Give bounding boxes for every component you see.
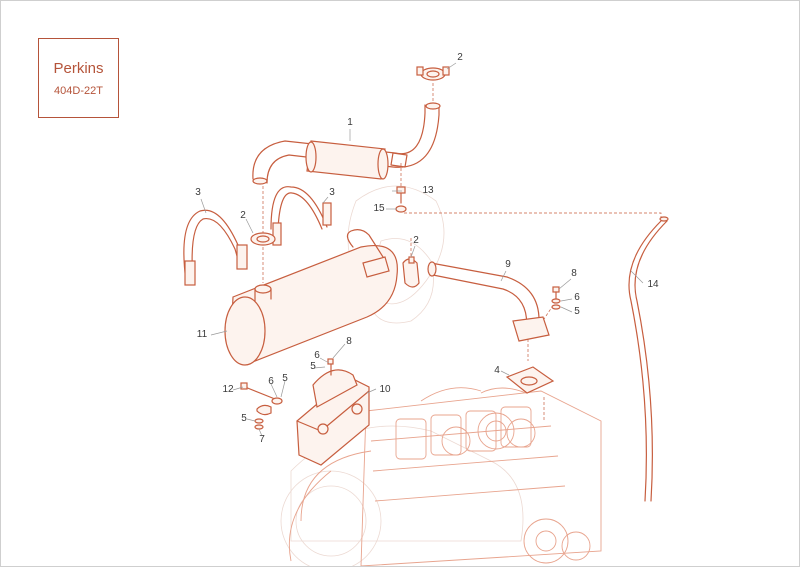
model-number: 404D-22T [54, 85, 103, 97]
callout-part-2-top[interactable]: 2 [457, 52, 463, 63]
clamp-right [402, 256, 420, 288]
callout-part-3-right[interactable]: 3 [329, 187, 335, 198]
exhaust-pipe-upper [252, 102, 441, 185]
callout-part-4[interactable]: 4 [494, 365, 500, 376]
callout-part-12[interactable]: 12 [222, 384, 234, 395]
callout-part-5-bottom[interactable]: 5 [241, 413, 247, 424]
nut-15 [395, 205, 407, 213]
elbow-pipe [427, 261, 550, 342]
callout-part-11[interactable]: 11 [196, 329, 208, 340]
leader-lines [200, 62, 644, 437]
callout-part-10[interactable]: 10 [379, 384, 391, 395]
title-block: Perkins 404D-22T [38, 38, 119, 118]
callout-part-13[interactable]: 13 [422, 185, 434, 196]
callout-part-6-upper[interactable]: 6 [574, 292, 580, 303]
callout-part-8-upper[interactable]: 8 [571, 268, 577, 279]
clamp-mid [250, 232, 276, 246]
bolt-set-lower [240, 358, 334, 430]
u-strap-left [183, 209, 248, 286]
callout-part-6-lower[interactable]: 6 [268, 376, 274, 387]
callout-part-7[interactable]: 7 [259, 434, 265, 445]
gasket [505, 366, 555, 394]
callout-part-3-left[interactable]: 3 [195, 187, 201, 198]
brand-name: Perkins [53, 60, 104, 77]
bolt-13 [396, 186, 406, 204]
callout-part-15[interactable]: 15 [373, 203, 385, 214]
bolt-set-upper [551, 286, 561, 310]
callout-part-5-mid[interactable]: 5 [310, 361, 316, 372]
callout-part-1[interactable]: 1 [347, 117, 353, 128]
engine-block-ghost [280, 185, 524, 566]
u-strap-right [270, 186, 332, 246]
callout-part-9[interactable]: 9 [505, 259, 511, 270]
alignment-lines [262, 83, 662, 421]
muffler [224, 229, 398, 366]
clamp-top [416, 66, 450, 81]
callout-part-14[interactable]: 14 [647, 279, 659, 290]
callout-part-6-mid[interactable]: 6 [314, 350, 320, 361]
mounting-bracket [296, 369, 370, 466]
callout-part-8-mid[interactable]: 8 [346, 336, 352, 347]
callout-part-2-right[interactable]: 2 [413, 235, 419, 246]
breather-hose [628, 216, 669, 502]
engine-assembly [288, 387, 602, 566]
callout-part-2-mid[interactable]: 2 [240, 210, 246, 221]
callout-part-5-upper[interactable]: 5 [574, 306, 580, 317]
callout-part-5-lower[interactable]: 5 [282, 373, 288, 384]
